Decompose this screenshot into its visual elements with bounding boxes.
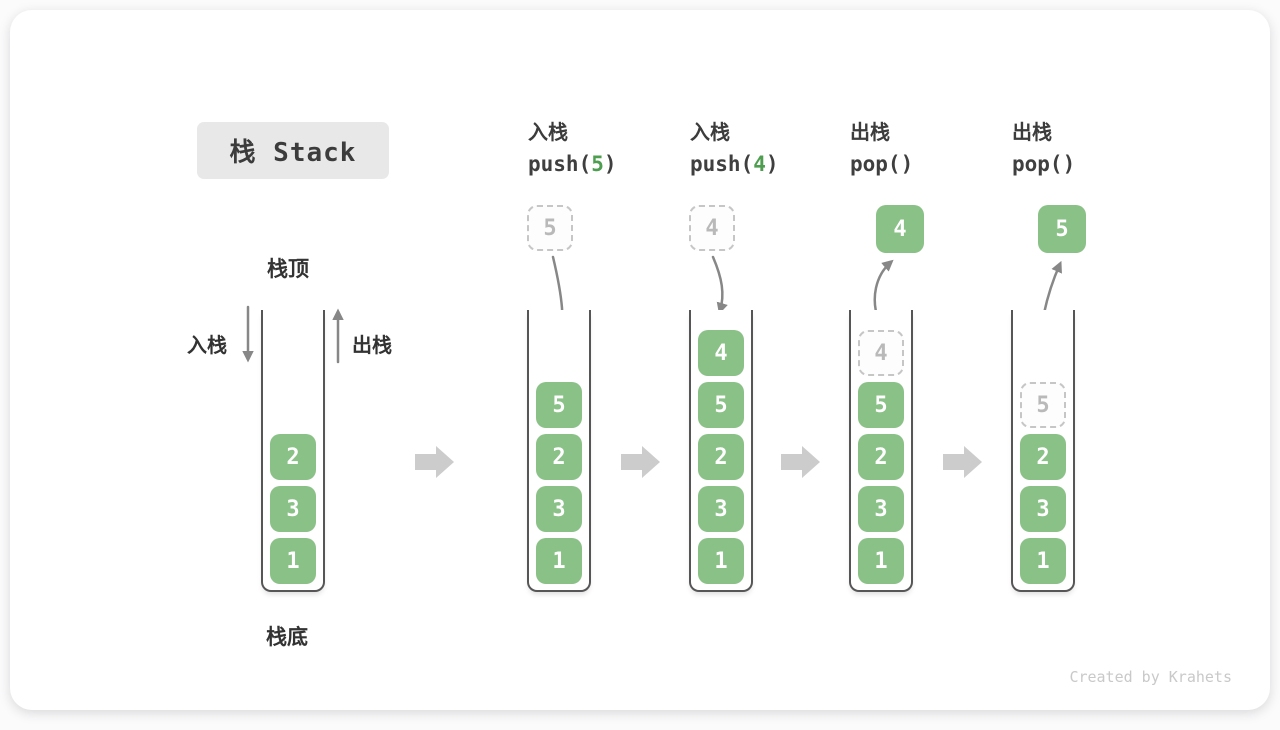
label-stack-bottom: 栈底 — [266, 625, 308, 649]
block-arrow-1 — [415, 446, 454, 478]
operation-code-part: ) — [765, 152, 779, 176]
stack-item: 5 — [536, 382, 582, 428]
block-arrow-2 — [621, 446, 660, 478]
stack-item: 4 — [698, 330, 744, 376]
ghost-item: 4 — [858, 330, 904, 376]
stack-item: 3 — [1020, 486, 1066, 532]
block-arrow-4 — [943, 446, 982, 478]
operation-name: 入栈 — [528, 120, 568, 144]
operation-code: pop() — [1012, 152, 1075, 176]
ghost-item: 5 — [1020, 382, 1066, 428]
title-box: 栈 Stack — [197, 122, 389, 179]
arrows-layer — [242, 255, 1062, 478]
outgoing-item: 5 — [1038, 205, 1086, 253]
stack-item: 1 — [270, 538, 316, 584]
operation-code-arg: 4 — [753, 152, 766, 176]
stack-item: 2 — [270, 434, 316, 480]
stack-item: 2 — [698, 434, 744, 480]
operation-code-arg: 5 — [591, 152, 604, 176]
operation-name: 入栈 — [690, 120, 730, 144]
title-text: 栈 Stack — [229, 138, 357, 168]
stack-item: 1 — [1020, 538, 1066, 584]
operation-code: push(5) — [528, 152, 617, 176]
stack-item: 3 — [536, 486, 582, 532]
stack-item: 1 — [698, 538, 744, 584]
stack-item: 3 — [270, 486, 316, 532]
operation-code-part: push( — [528, 152, 592, 176]
label-stack-top: 栈顶 — [267, 257, 309, 281]
push-curve-arrow-2 — [711, 255, 728, 315]
stack-item: 1 — [858, 538, 904, 584]
operation-code-part: pop( — [1012, 152, 1063, 176]
operation-code-part: ) — [900, 152, 914, 176]
incoming-item: 4 — [689, 205, 735, 251]
operation-code-part: push( — [690, 152, 754, 176]
block-arrow-3 — [781, 446, 820, 478]
operation-name: 出栈 — [1012, 120, 1052, 144]
stack-item: 5 — [858, 382, 904, 428]
outgoing-item: 4 — [876, 205, 924, 253]
stack-item: 2 — [536, 434, 582, 480]
label-pop-side: 出栈 — [352, 333, 392, 357]
incoming-item: 5 — [527, 205, 573, 251]
operation-name: 出栈 — [850, 120, 890, 144]
operation-code-part: ) — [603, 152, 617, 176]
operation-code: push(4) — [690, 152, 779, 176]
stack-item: 2 — [1020, 434, 1066, 480]
operation-code-part: pop( — [850, 152, 901, 176]
stack-item: 3 — [858, 486, 904, 532]
label-push-side: 入栈 — [187, 333, 227, 357]
stack-item: 3 — [698, 486, 744, 532]
stack-item: 2 — [858, 434, 904, 480]
operation-code-part: ) — [1062, 152, 1076, 176]
operation-code: pop() — [850, 152, 913, 176]
stack-item: 5 — [698, 382, 744, 428]
stack-item: 1 — [536, 538, 582, 584]
watermark: Created by Krahets — [1069, 668, 1232, 686]
